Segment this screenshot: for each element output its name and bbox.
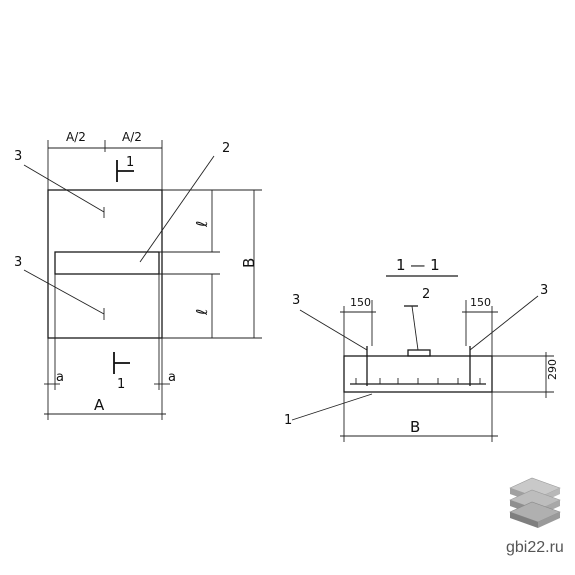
plan-callout-3-bottom: 3: [14, 255, 22, 270]
section-callout-2: 2: [422, 287, 430, 302]
section-dim-b: B: [410, 418, 420, 436]
plan-section-mark-top-label: 1: [126, 155, 134, 170]
watermark-site: gbi22.ru: [506, 539, 564, 556]
plan-leader-3-bottom: [23, 269, 105, 315]
stacked-slabs-icon: [509, 477, 561, 528]
section-leader-3-left: [299, 309, 368, 351]
section-dim-150-right: 150: [470, 296, 491, 309]
plan-leader-3-top: [23, 164, 105, 213]
section-leader-2: [411, 305, 419, 351]
section-callout-1: 1: [284, 413, 292, 428]
plan-slab-outline: [47, 189, 163, 339]
plan-callout-2: 2: [222, 141, 230, 156]
section-dim-290: 290: [546, 359, 559, 380]
section-plate: [407, 349, 431, 357]
plan-dim-a-half-right: A/2: [122, 130, 142, 144]
section-leader-3-right: [469, 295, 539, 351]
section-view: 1 — 1 150 150 2 3: [284, 256, 559, 442]
section-callout-3-left: 3: [292, 293, 300, 308]
plan-dim-b: B: [240, 258, 258, 268]
plan-strip-outline: [54, 251, 160, 275]
plan-leader-2: [139, 155, 215, 263]
section-leader-1: [291, 393, 373, 421]
plan-view: A/2 A/2 1 3 3 2 B ℓ ℓ 1: [14, 130, 262, 420]
plan-dim-a-half-left: A/2: [66, 130, 86, 144]
plan-section-mark-bottom-label: 1: [117, 377, 125, 392]
plan-callout-3-top: 3: [14, 149, 22, 164]
section-title: 1 — 1: [396, 256, 440, 274]
section-callout-3-right: 3: [540, 283, 548, 298]
plan-dim-a-total: A: [94, 396, 105, 414]
section-rebar-dots: [355, 378, 481, 384]
section-dim-150-left: 150: [350, 296, 371, 309]
plan-dim-l-bottom: ℓ: [193, 309, 211, 316]
plan-dim-l-top: ℓ: [193, 221, 211, 228]
plan-dim-a-left: a: [56, 370, 64, 385]
plan-dim-a-right: a: [168, 370, 176, 385]
